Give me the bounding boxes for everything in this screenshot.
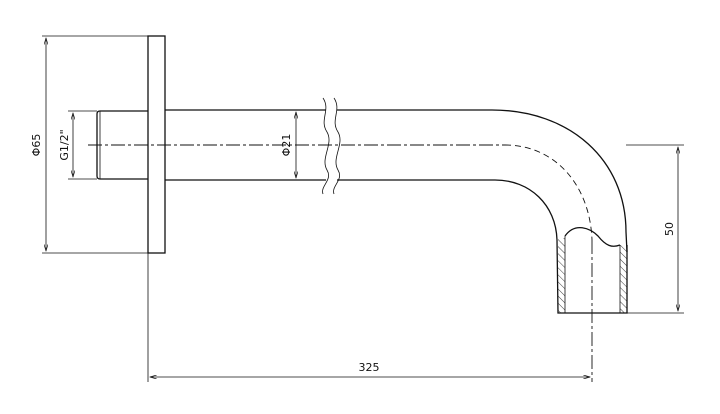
drop-height-label: 50 xyxy=(663,222,676,236)
spout-pipe xyxy=(165,109,628,253)
wall-flange xyxy=(147,35,166,382)
dimension-drop-height: 50 xyxy=(626,144,684,314)
thread-label: G1/2" xyxy=(58,129,71,160)
break-symbol xyxy=(322,97,341,195)
dimension-projection-length: 325 xyxy=(150,361,590,377)
flange-diameter-label: Φ65 xyxy=(30,134,43,157)
outlet xyxy=(556,227,628,314)
dimension-pipe-diameter: Φ21 xyxy=(280,112,296,178)
dimension-flange-diameter: Φ65 xyxy=(30,35,148,254)
projection-length-label: 325 xyxy=(359,361,380,374)
pipe-diameter-label: Φ21 xyxy=(280,134,293,157)
dimension-thread: G1/2" xyxy=(58,110,97,180)
